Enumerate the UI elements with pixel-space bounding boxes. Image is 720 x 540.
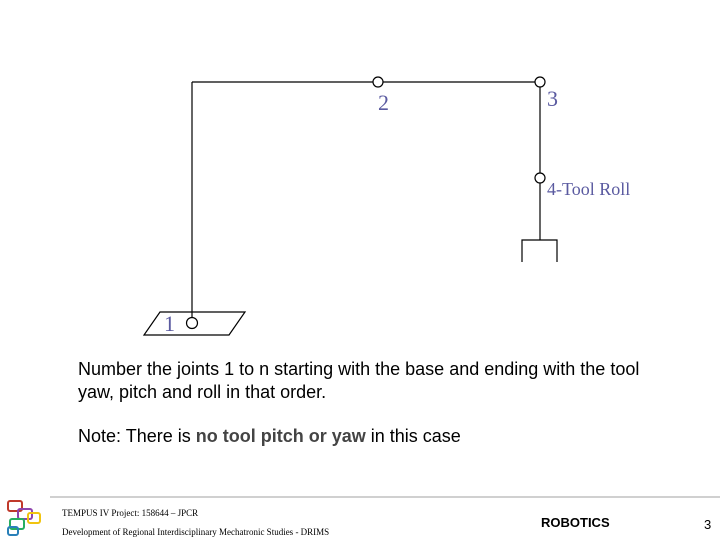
base-plate bbox=[142, 311, 247, 336]
note-prefix: Note: There is bbox=[78, 426, 196, 446]
joint-4-circle bbox=[534, 172, 546, 184]
note-emphasis: no tool pitch or yaw bbox=[195, 426, 366, 446]
footer-project: TEMPUS IV Project: 158644 – JPCR bbox=[62, 508, 199, 518]
joint-2-circle bbox=[372, 76, 384, 88]
note-suffix: in this case bbox=[365, 426, 461, 446]
footer-course: ROBOTICS bbox=[541, 515, 610, 530]
joint-3-circle bbox=[534, 76, 546, 88]
note-text: Note: There is no tool pitch or yaw in t… bbox=[78, 425, 678, 448]
joint-3-label: 3 bbox=[547, 86, 558, 111]
drims-logo-icon bbox=[7, 500, 41, 536]
footer-program: Development of Regional Interdisciplinar… bbox=[62, 527, 330, 537]
joint-1-circle bbox=[185, 316, 199, 330]
joint-2-label: 2 bbox=[378, 90, 389, 115]
page-number: 3 bbox=[704, 517, 712, 532]
joint-1-label: 1 bbox=[164, 311, 175, 336]
instruction-text: Number the joints 1 to n starting with t… bbox=[78, 359, 640, 402]
joint-4-label: 4-Tool Roll bbox=[547, 179, 631, 199]
footer-divider bbox=[50, 496, 720, 498]
gripper bbox=[521, 239, 558, 262]
